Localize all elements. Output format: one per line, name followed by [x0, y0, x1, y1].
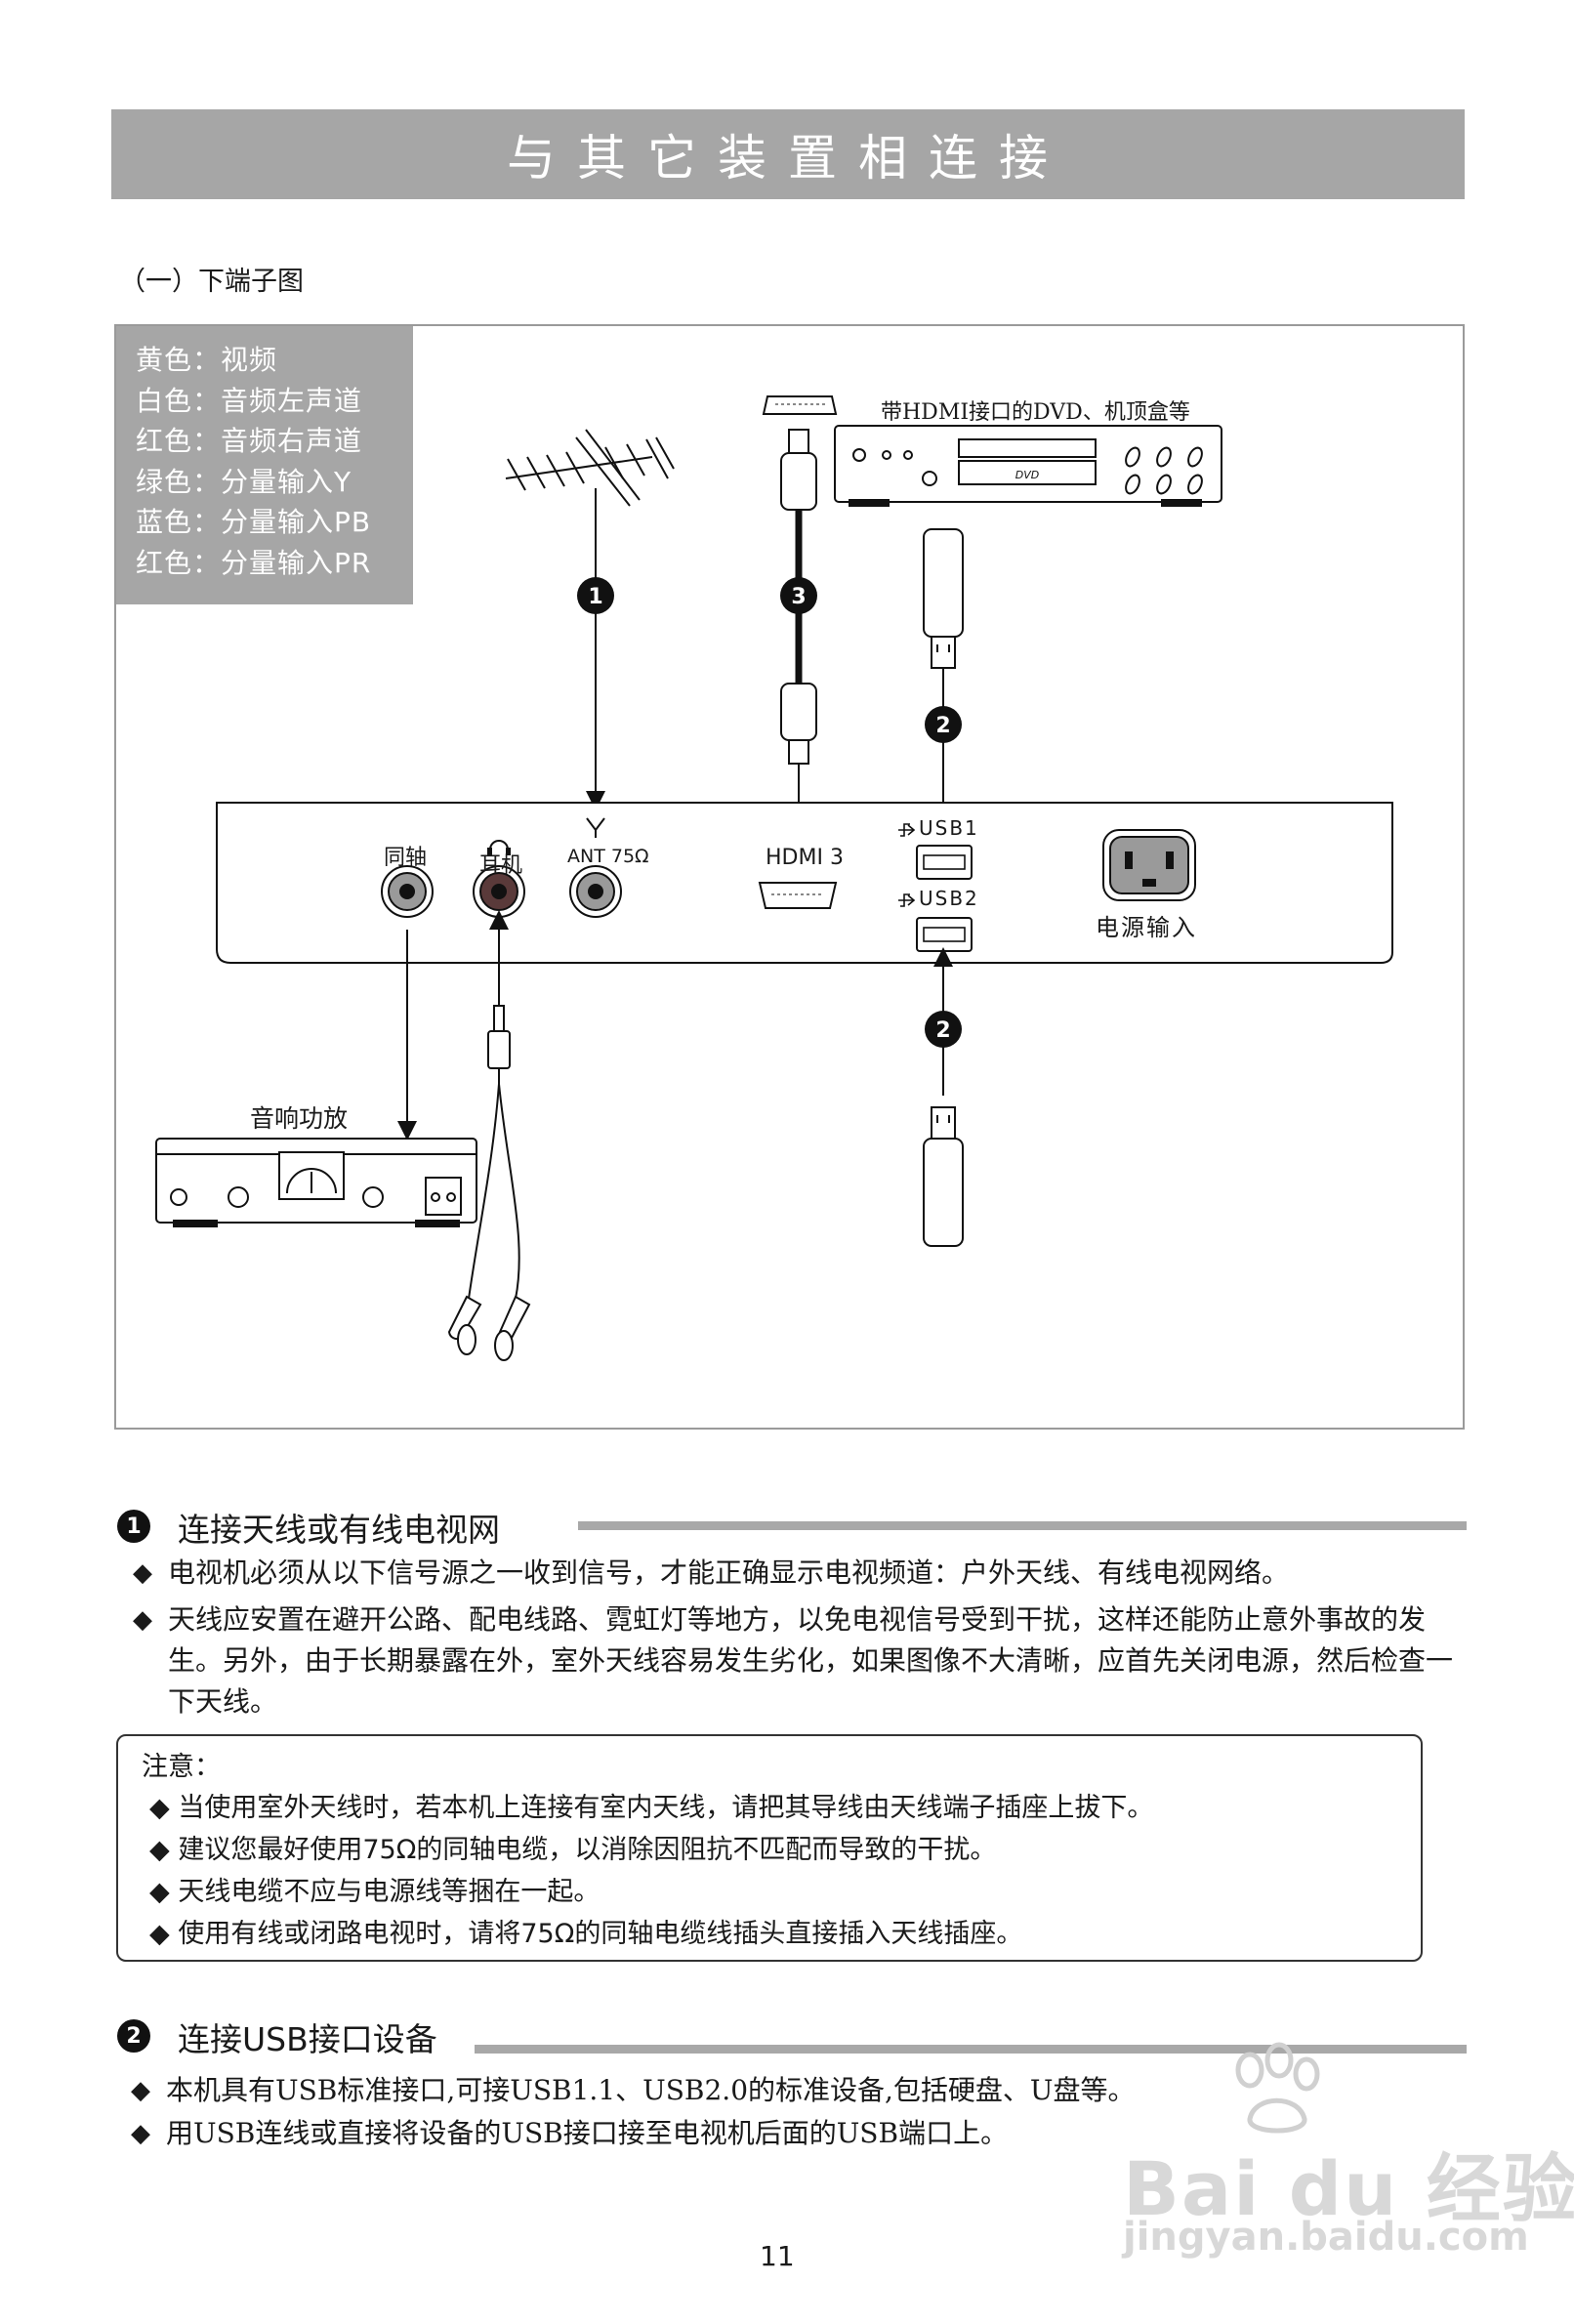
hdmi-label: HDMI 3 [766, 846, 844, 870]
section2-number: 2 [117, 2019, 150, 2053]
coax-jack-icon [381, 865, 434, 918]
note-item: ◆ 建议您最好使用75Ω的同轴电缆，以消除因阻抗不匹配而导致的干扰。 [149, 1835, 997, 1865]
diamond-icon: ◆ [131, 2076, 150, 2105]
amp-label: 音响功放 [250, 1104, 349, 1133]
diamond-icon: ◆ [133, 1558, 152, 1588]
note-title: 注意： [142, 1752, 221, 1782]
usb-stick-icon [923, 1106, 964, 1247]
usb2-label: USB2 [919, 887, 979, 910]
diamond-icon: ◆ [149, 1919, 179, 1949]
power-socket-icon [1102, 829, 1196, 901]
note-box: 注意： ◆ 当使用室外天线时，若本机上连接有室内天线，请把其导线由天线端子插座上… [116, 1734, 1423, 1962]
earphone-icon [447, 1005, 531, 1361]
section2-bullet: ◆ 本机具有USB标准接口,可接USB1.1、USB2.0的标准设备,包括硬盘、… [131, 2070, 1455, 2111]
svg-text:2: 2 [935, 1018, 950, 1043]
diamond-icon: ◆ [149, 1793, 179, 1823]
antenna-icon [505, 429, 675, 507]
dvd-label: 带HDMI接口的DVD、机顶盒等 [881, 400, 1190, 425]
marker-2: 2 [925, 706, 962, 743]
section1-title: 连接天线或有线电视网 [178, 1511, 500, 1549]
legend-item: 蓝色：分量输入PB [136, 506, 372, 538]
section2-bullet: ◆ 用USB连线或直接将设备的USB接口接至电视机后面的USB端口上。 [131, 2113, 1455, 2154]
ant-jack-icon [569, 817, 622, 918]
note-item: ◆ 天线电缆不应与电源线等捆在一起。 [149, 1877, 601, 1907]
page-title-bar: 与其它装置相连接 [111, 109, 1465, 199]
marker-2: 2 [925, 1011, 962, 1048]
note-item: ◆ 当使用室外天线时，若本机上连接有室内天线，请把其导线由天线端子插座上拔下。 [149, 1793, 1154, 1823]
usb-stick-icon [923, 528, 964, 669]
section-rule [578, 1521, 1467, 1530]
marker-1: 1 [577, 577, 614, 614]
diamond-icon: ◆ [131, 2119, 150, 2148]
section1-bullet: ◆ 电视机必须从以下信号源之一收到信号，才能正确显示电视频道：户外天线、有线电视… [133, 1553, 1457, 1594]
section-rule [475, 2045, 1467, 2054]
legend-item: 红色：音频右声道 [136, 425, 363, 457]
hdmi-port-icon [758, 882, 838, 909]
page-title: 与其它装置相连接 [507, 130, 1069, 187]
diagram-frame [114, 324, 1465, 1430]
coax-label: 同轴 [384, 846, 428, 870]
usb2-port-icon [898, 893, 973, 952]
amplifier-icon [155, 1138, 477, 1227]
legend-item: 红色：分量输入PR [136, 546, 372, 579]
legend-item: 白色：音频左声道 [136, 384, 363, 417]
page-number: 11 [760, 2240, 795, 2272]
section1-bullet: ◆ 天线应安置在避开公路、配电线路、霓虹灯等地方，以免电视信号受到干扰，这样还能… [133, 1599, 1457, 1722]
watermark-brand: Bai du 经验 [1123, 2145, 1574, 2232]
diamond-icon: ◆ [149, 1877, 179, 1907]
color-legend: 黄色：视频 白色：音频左声道 红色：音频右声道 绿色：分量输入Y 蓝色：分量输入… [116, 326, 413, 604]
dvd-player-icon: DVD [834, 425, 1222, 507]
power-label: 电源输入 [1096, 914, 1197, 941]
section1-number: 1 [117, 1510, 150, 1543]
svg-text:1: 1 [588, 585, 602, 609]
subheading: （一）下端子图 [119, 267, 304, 297]
diamond-icon: ◆ [149, 1835, 179, 1865]
note-item: ◆ 使用有线或闭路电视时，请将75Ω的同轴电缆线插头直接插入天线插座。 [149, 1919, 1023, 1949]
paw-logo-icon [1235, 2042, 1320, 2134]
section2-title: 连接USB接口设备 [178, 2020, 437, 2058]
headphone-jack-icon [473, 840, 525, 918]
connection-diagram: DVD [155, 395, 1393, 1361]
ant-label: ANT 75Ω [567, 846, 649, 867]
usb1-port-icon [898, 823, 973, 880]
marker-3: 3 [780, 577, 817, 614]
svg-text:2: 2 [935, 714, 950, 738]
legend-item: 绿色：分量输入Y [136, 465, 352, 498]
legend-item: 黄色：视频 [136, 344, 278, 376]
svg-text:3: 3 [791, 585, 806, 609]
dvd-logo: DVD [1015, 469, 1039, 481]
headphone-label: 耳机 [479, 853, 523, 878]
usb1-label: USB1 [919, 816, 979, 840]
watermark-url: jingyan.baidu.com [1123, 2215, 1529, 2260]
diamond-icon: ◆ [133, 1605, 152, 1635]
